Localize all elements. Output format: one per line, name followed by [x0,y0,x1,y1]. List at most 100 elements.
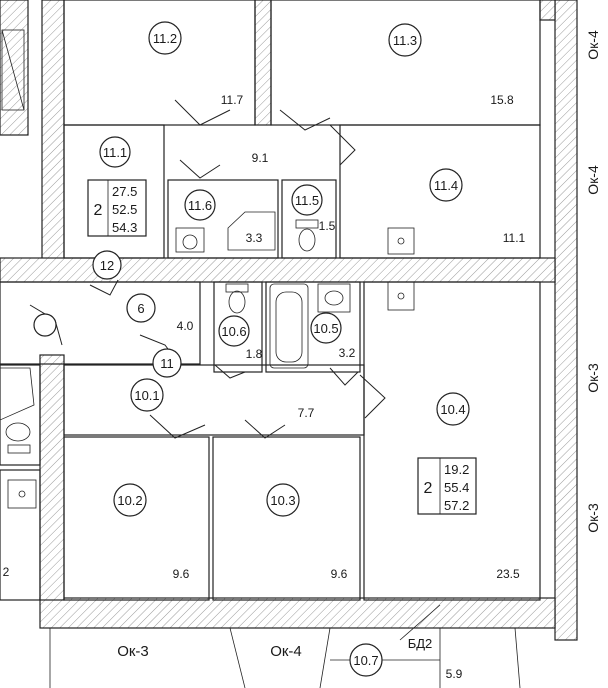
area-10-7: 5.9 [446,667,463,681]
room-tag-11-2: 11.2 [153,31,177,46]
area-10-1: 7.7 [298,406,315,420]
apartment-total-area: 52.5 [112,202,137,217]
area-10-4: 23.5 [496,567,520,581]
area-11-2: 11.7 [221,93,244,107]
apartment-box-2: 2 19.2 55.4 57.2 [417,457,477,515]
room-tag-12: 12 [100,258,114,273]
kitchen-sink-icon-2 [387,281,415,311]
kitchen-sink-drain-icon-3 [18,490,26,498]
toilet-tank-icon-3 [7,444,31,454]
apartment-total-area-with-balcony: 54.3 [112,220,137,235]
room-tag-circle [113,483,147,517]
room-10-3 [212,436,361,601]
wall-right-cap [539,0,556,21]
washbasin-bowl-icon [182,234,198,250]
toilet-icon [295,219,319,229]
doors [29,99,386,439]
door-swing-11-3 [279,109,331,131]
area-11-4: 11.1 [503,231,526,245]
door-swing-11-6 [179,159,221,179]
room-tag-10-2: 10.2 [117,493,142,508]
area-10-6: 1.8 [246,347,263,361]
balcony-line-2 [229,627,246,688]
apartment-living-area: 19.2 [444,462,469,477]
toilet-bowl-icon [298,228,316,252]
room-tag-6: 6 [137,301,144,316]
room-tag-10-4: 10.4 [440,402,465,417]
apartment-living-area: 27.5 [112,184,137,199]
bathtub-inner-icon [275,291,303,363]
area-11-3: 15.8 [490,93,514,107]
room-tag-circle [349,643,383,677]
room-tag-circle [152,348,182,378]
door-swing-11-4 [329,124,356,166]
room-11-4 [339,124,541,259]
compass-marker-icon [33,313,57,337]
room-tag-circle [126,293,156,323]
door-swing-10-5 [329,367,359,386]
fixtures [0,29,415,509]
room-10-6 [213,281,263,373]
door-swing-10-2 [149,414,206,439]
window-mark-ok3-mid: Ок-3 [585,363,601,393]
wall-corridor [0,257,556,283]
apartment-rooms-count: 2 [424,480,433,497]
window-mark-ok4-bottom: Ок-4 [270,643,302,660]
door-swing-10-3 [244,419,286,439]
area-10-2: 9.6 [173,567,190,581]
room-tag-circle [92,250,122,280]
room-tag-circle [148,21,182,55]
apartment-total-area-with-balcony: 57.2 [444,498,469,513]
room-11-6 [167,179,279,259]
room-tag-circle [266,483,300,517]
area-11-6: 3.3 [246,231,263,245]
balcony-line-3 [319,627,331,688]
door-swing-10-6 [214,364,246,379]
window-mark-ok4-mid: Ок-4 [585,165,601,195]
window-mark-ok3-bottom: Ок-3 [117,643,149,660]
room-tag-10-5: 10.5 [313,321,338,336]
room-tag-11-1: 11.1 [103,145,127,160]
area-10-3: 9.6 [331,567,348,581]
kitchen-sink-drain-icon [397,237,405,245]
kitchen-sink-icon [387,227,415,255]
room-tag-11-3: 11.3 [393,33,417,48]
room-tag-10-6: 10.6 [221,324,246,339]
window-frame-icon [1,29,25,111]
kitchen-sink-drain-icon-2 [397,292,405,300]
room-tag-11-6: 11.6 [188,198,212,213]
window-marks: Ок-4 Ок-4 Ок-3 Ок-3 Ок-3 Ок-4 БД2 [117,30,601,660]
washbasin-icon-2 [317,283,351,313]
door-swing-10-4 [359,374,386,419]
window-mark-ok4-top: Ок-4 [585,30,601,60]
apartment-box-1: 2 27.5 52.5 54.3 [87,179,147,237]
bathtub-icon [269,283,309,369]
room-tag-10-7: 10.7 [353,653,378,668]
area-left-edge: 2 [3,565,10,579]
shower-tray-icon-2 [0,367,35,421]
toilet-icon-2 [225,283,249,293]
balcony-door-swing [399,604,441,641]
room-10-1 [63,364,365,436]
walls [0,0,578,641]
room-tag-11-5: 11.5 [295,193,319,208]
room-tag-circle [310,312,342,344]
room-tag-circle [291,184,323,216]
room-tag-circle [436,392,470,426]
room-tags: 11.2 11.3 11.1 11.6 11.5 11.4 12 6 11 10… [33,21,470,677]
door-swing-11-2 [174,99,231,126]
room-tag-circle [429,168,463,202]
room-tag-circle [184,189,216,221]
wall-right-exterior [554,0,578,641]
room-left-lower [0,469,41,601]
window-frame-diag [1,29,25,111]
room-tag-10-3: 10.3 [270,493,295,508]
door-swing-12 [89,279,119,296]
area-labels: 11.7 15.8 9.1 3.3 1.5 11.1 4.0 1.8 3.2 7… [3,93,526,681]
window-mark-ok3-low: Ок-3 [585,503,601,533]
area-11-1: 9.1 [252,151,269,165]
room-11-5 [281,179,337,259]
toilet-bowl-icon-2 [228,290,246,314]
